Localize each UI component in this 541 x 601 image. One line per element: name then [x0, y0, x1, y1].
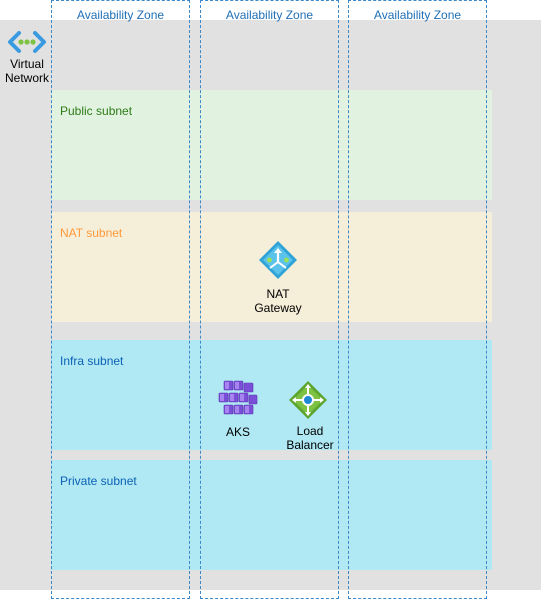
availability-zone-3: Availability Zone: [348, 0, 487, 599]
availability-zone-label: Availability Zone: [373, 8, 462, 22]
nat-gateway-label-line2: Gateway: [254, 301, 302, 315]
private-subnet: Private subnet: [51, 460, 492, 570]
aks-icon: [218, 380, 258, 415]
virtual-network-icon: [8, 31, 46, 53]
nat-gateway-icon: [259, 241, 297, 279]
public-subnet-label: Public subnet: [60, 104, 133, 118]
load-balancer-label-line2: Balancer: [286, 438, 334, 452]
aks-label: AKS: [225, 425, 250, 439]
virtual-network-label: Virtual Network: [0, 57, 54, 85]
virtual-network-label-line2: Network: [4, 71, 49, 85]
availability-zone-1: Availability Zone: [51, 0, 190, 599]
nat-gateway-label: NAT Gateway: [243, 287, 313, 315]
infra-subnet-label: Infra subnet: [60, 354, 124, 368]
availability-zone-2: Availability Zone: [200, 0, 339, 599]
load-balancer-label: Load Balancer: [275, 424, 345, 452]
load-balancer-label-line1: Load: [296, 424, 324, 438]
virtual-network-label-line1: Virtual: [10, 57, 44, 71]
nat-gateway-label-line1: NAT: [266, 287, 290, 301]
nat-subnet-label: NAT subnet: [60, 226, 123, 240]
infra-subnet: Infra subnet: [51, 340, 492, 450]
availability-zone-label: Availability Zone: [225, 8, 314, 22]
load-balancer-icon: [289, 381, 327, 419]
private-subnet-label: Private subnet: [60, 474, 137, 488]
public-subnet: Public subnet: [51, 90, 492, 200]
availability-zone-label: Availability Zone: [76, 8, 165, 22]
